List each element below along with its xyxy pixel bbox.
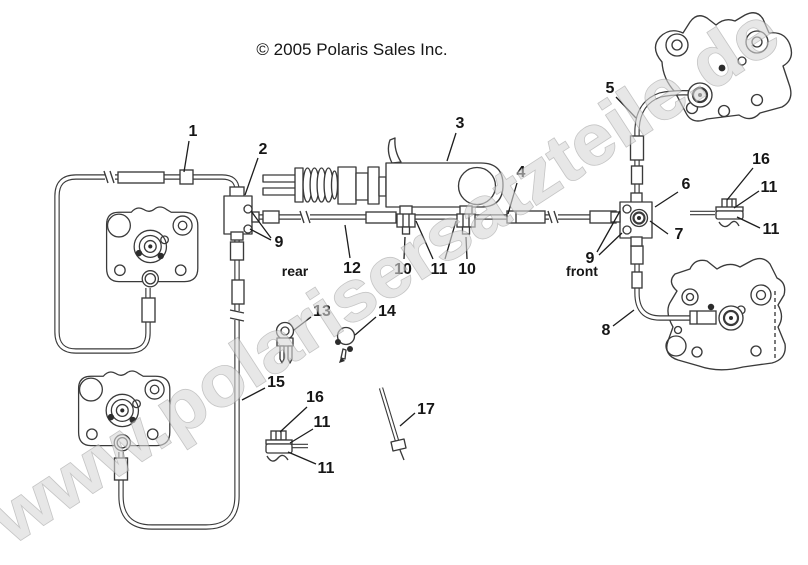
leader-line-10-right: [465, 236, 468, 260]
callout-11-right-lower: 11: [763, 221, 780, 238]
callout-17: 17: [417, 401, 435, 418]
front-lower-brake-line: [634, 240, 694, 321]
pushrod-fork: [262, 174, 298, 183]
hose-clamp-right: [690, 198, 744, 228]
callout-9-rear: 9: [275, 234, 284, 251]
callout-8: 8: [602, 322, 611, 339]
line-fittings: [103, 135, 645, 481]
callout-3: 3: [456, 115, 465, 132]
leader-line-11-right-lower: [736, 216, 761, 229]
callout-6: 6: [682, 176, 691, 193]
callout-11-bottom-upper: 11: [314, 414, 331, 431]
leader-line-16-bottom: [279, 406, 308, 433]
region-label-rear: rear: [282, 263, 309, 279]
leader-line-10-left: [403, 236, 406, 260]
front-lower-banjo-fitting: [689, 305, 744, 331]
callout-11-right-upper: 11: [761, 179, 778, 196]
callout-1: 1: [189, 123, 198, 140]
callout-11-bottom-lower: 11: [318, 460, 335, 477]
callout-16-bottom: 16: [306, 389, 324, 406]
reservoir-cap: [457, 166, 497, 206]
callout-2: 2: [259, 141, 268, 158]
region-label-front: front: [566, 263, 598, 279]
callout-10-left: 10: [394, 261, 412, 278]
leader-line-16-right: [726, 167, 754, 201]
leader-line-13: [293, 316, 312, 331]
master-cylinder: [262, 137, 504, 235]
leader-line-11-center-1: [444, 220, 457, 260]
callout-16-right: 16: [752, 151, 770, 168]
leader-line-1: [183, 140, 190, 173]
callout-10-right: 10: [458, 261, 476, 278]
leader-line-11-right-upper: [733, 190, 760, 209]
leader-line-11-bottom-lower: [287, 451, 317, 465]
cable-tie: [378, 387, 407, 461]
callout-12: 12: [343, 260, 361, 277]
rear-brake-line-loop: [54, 174, 240, 354]
leader-line-8: [612, 309, 635, 327]
front-upper-brake-line: [634, 90, 695, 198]
leader-line-6: [654, 191, 679, 208]
leader-line-12: [344, 224, 351, 259]
junction-block-front: [610, 192, 653, 247]
master-cylinder-body: [385, 162, 504, 208]
leader-line-9-rear-1: [249, 228, 272, 241]
leader-line-9-front: [596, 210, 621, 253]
callout-13: 13: [313, 303, 331, 320]
outlet-fitting-left: [396, 205, 416, 235]
junction-block-rear: [223, 186, 260, 241]
leader-line-9-rear: [250, 210, 272, 239]
leader-line-11-center: [415, 220, 434, 260]
rear-caliper-upper: [105, 206, 199, 288]
callout-5: 5: [606, 80, 615, 97]
leader-line-3: [446, 132, 457, 162]
leader-line-7: [649, 220, 669, 235]
leader-line-15: [241, 387, 266, 401]
leader-line-11-bottom-upper: [289, 428, 314, 444]
hose-clip-14: [335, 326, 356, 363]
front-upper-banjo-fitting: [687, 82, 713, 108]
callout-7: 7: [675, 226, 684, 243]
callout-11-center: 11: [431, 261, 448, 278]
callout-15: 15: [267, 374, 285, 391]
callout-9-front: 9: [586, 250, 595, 267]
bleeder-lever: [387, 137, 402, 164]
copyright-text: © 2005 Polaris Sales Inc.: [256, 40, 447, 59]
leader-line-2: [244, 157, 259, 196]
hose-clip-13: [275, 321, 295, 364]
leader-line-4: [507, 182, 518, 215]
boot-bellows: [302, 167, 339, 203]
outlet-fitting-right: [456, 205, 476, 235]
rear-lower-brake-line: [118, 240, 240, 530]
callout-4: 4: [517, 164, 526, 181]
leader-line-17: [399, 412, 416, 427]
callout-14: 14: [378, 303, 396, 320]
leader-line-9-front-1: [598, 232, 623, 256]
leader-line-5: [615, 96, 637, 119]
leader-line-14: [354, 316, 377, 336]
